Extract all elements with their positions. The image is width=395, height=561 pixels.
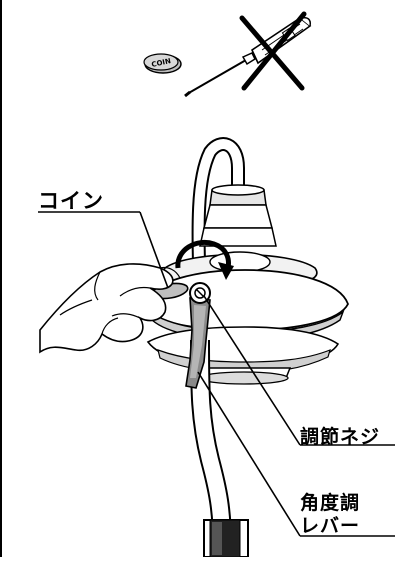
lamp-socket — [199, 184, 277, 247]
rotation-arrow-icon — [175, 240, 234, 280]
label-adjust-screw: 調節ネジ — [300, 426, 381, 448]
leader-line-angle-lever — [197, 371, 395, 537]
lamp-base — [203, 519, 249, 558]
coin-face-text: COIN — [151, 57, 172, 69]
label-angle-lever-line2: レバー — [300, 515, 361, 537]
hand-illustration — [39, 263, 181, 354]
lamp-bottom-cup — [196, 367, 292, 385]
lamp-shade-lower — [146, 326, 340, 373]
lamp-stem-arc — [191, 137, 245, 301]
prohibited-cross-icon — [239, 11, 307, 91]
label-coin: コイン — [38, 189, 104, 213]
leader-line-adjust-screw — [203, 295, 395, 446]
angle-adjustment-lever — [185, 297, 211, 389]
lamp-stem-lower — [190, 339, 232, 546]
coin-icon: COIN — [143, 53, 182, 74]
label-angle-lever-line1: 角度調 — [300, 492, 361, 514]
leader-line-coin — [38, 211, 169, 289]
